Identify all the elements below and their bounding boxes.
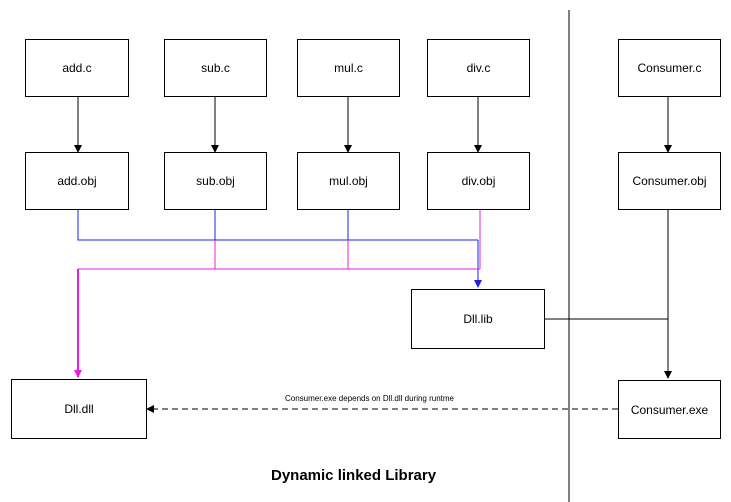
- node-div-c: div.c: [427, 39, 530, 97]
- node-consumer-c: Consumer.c: [618, 39, 721, 97]
- node-sub-obj: sub.obj: [164, 152, 267, 210]
- node-add-c: add.c: [25, 39, 129, 97]
- node-div-obj: div.obj: [427, 152, 530, 210]
- diagram-title: Dynamic linked Library: [271, 467, 437, 484]
- node-dll-dll: Dll.dll: [11, 379, 147, 439]
- node-dll-lib: Dll.lib: [411, 289, 545, 349]
- node-consumer-obj: Consumer.obj: [618, 152, 721, 210]
- node-mul-c: mul.c: [297, 39, 400, 97]
- node-mul-obj: mul.obj: [297, 152, 400, 210]
- node-consumer-exe: Consumer.exe: [618, 380, 721, 439]
- edge-obj-to-dll: [78, 210, 481, 270]
- node-sub-c: sub.c: [164, 39, 267, 97]
- edge-label-runtime: Consumer.exe depends on Dll.dll during r…: [285, 394, 454, 403]
- edge-obj-to-lib: [77, 210, 478, 287]
- node-add-obj: add.obj: [25, 152, 129, 210]
